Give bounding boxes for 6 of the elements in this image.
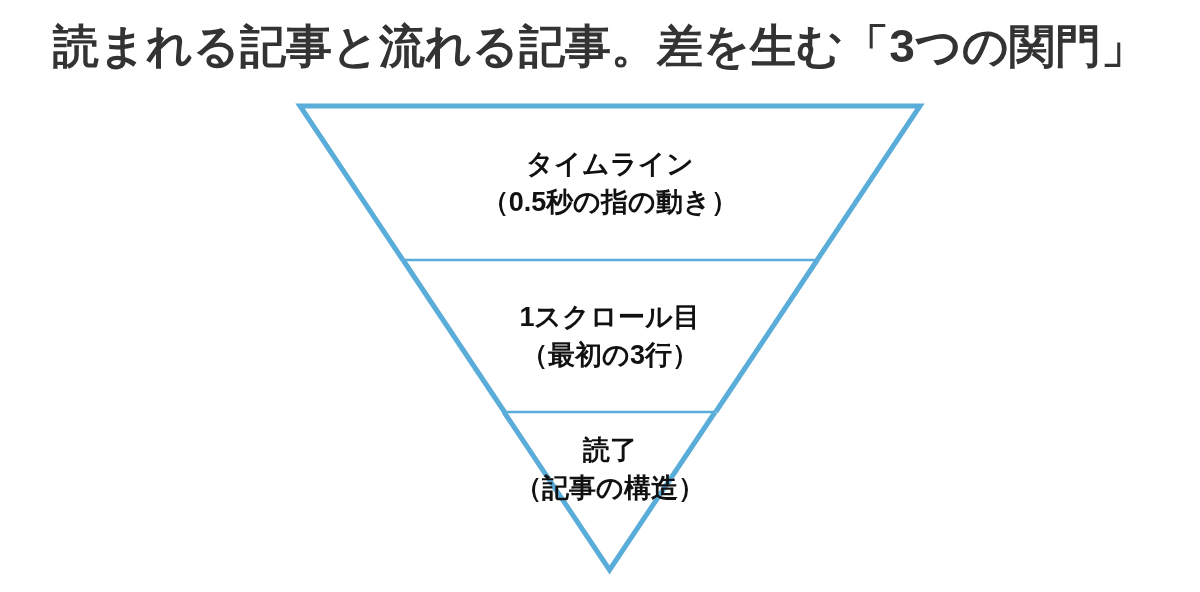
section-note: （最初の3行） — [520, 339, 699, 372]
diagram-title: 読まれる記事と流れる記事。差を生む「3つの関門」 — [53, 19, 1147, 74]
section-heading: 1スクロール目 — [519, 301, 701, 334]
section-heading: タイムライン — [526, 148, 694, 181]
section-heading: 読了 — [583, 434, 637, 467]
section-note: （0.5秒の指の動き） — [481, 186, 739, 219]
